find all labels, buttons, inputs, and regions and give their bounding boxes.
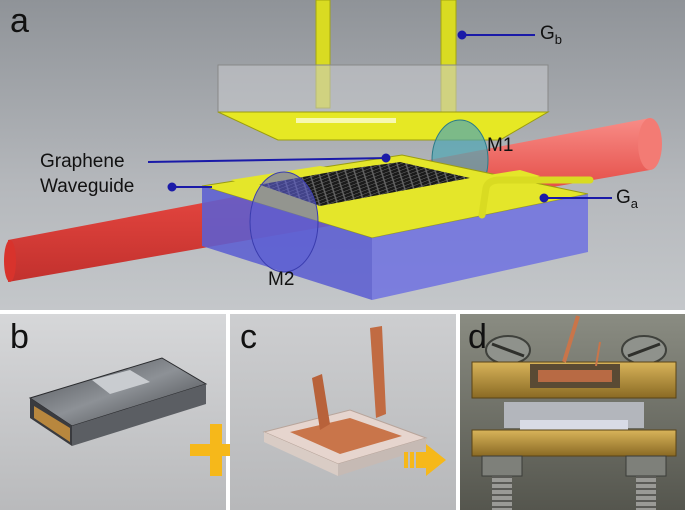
panel-c-photo-electrode-chip: c [230, 314, 456, 510]
label-ga-main: G [616, 187, 631, 208]
arrow-right-icon [402, 440, 448, 480]
panel-letter-a: a [10, 4, 29, 38]
assembled-device-photo-svg [460, 314, 685, 510]
leader-ga-dot [541, 195, 548, 202]
label-m1: M1 [487, 136, 513, 155]
nut-left [482, 456, 522, 476]
laser-end-left [4, 240, 16, 282]
panel-letter-b: b [10, 320, 29, 354]
label-graphene: Graphene [40, 152, 125, 171]
electrode-chip-photo-svg [230, 314, 456, 510]
panel-a-schematic: a Graphene Waveguide M1 M2 Gb Ga [0, 0, 685, 310]
brass-bar-bottom [472, 430, 676, 456]
leader-waveguide-dot [169, 184, 176, 191]
arrow-shaft [416, 452, 426, 468]
arrow-tick-2 [410, 452, 414, 468]
label-gb: Gb [540, 24, 562, 46]
label-gb-main: G [540, 23, 555, 44]
waveguide-chip-edge [520, 420, 628, 430]
panel-letter-c: c [240, 320, 257, 354]
label-ga-sub: a [631, 196, 638, 211]
label-waveguide: Waveguide [40, 177, 134, 196]
mirror-m2 [250, 172, 318, 272]
laser-end-right [638, 118, 662, 170]
upper-block-front [218, 65, 548, 112]
upper-gold-slot [296, 118, 396, 123]
arrow-tick-1 [404, 452, 408, 468]
panel-d-photo-assembled-device: d [460, 314, 685, 510]
threaded-rod-right [636, 476, 656, 510]
copper-inside [538, 370, 612, 382]
label-gb-sub: b [555, 32, 562, 47]
label-ga: Ga [616, 188, 638, 210]
leader-gb-dot [459, 32, 466, 39]
leader-graphene-dot [383, 155, 390, 162]
chip-photo-svg [0, 314, 226, 510]
threaded-rod-left [492, 476, 512, 510]
panel-letter-d: d [468, 320, 487, 354]
arrow-head [426, 444, 446, 476]
label-m2: M2 [268, 270, 294, 289]
nut-right [626, 456, 666, 476]
panel-b-photo-waveguide-chip: b [0, 314, 226, 510]
